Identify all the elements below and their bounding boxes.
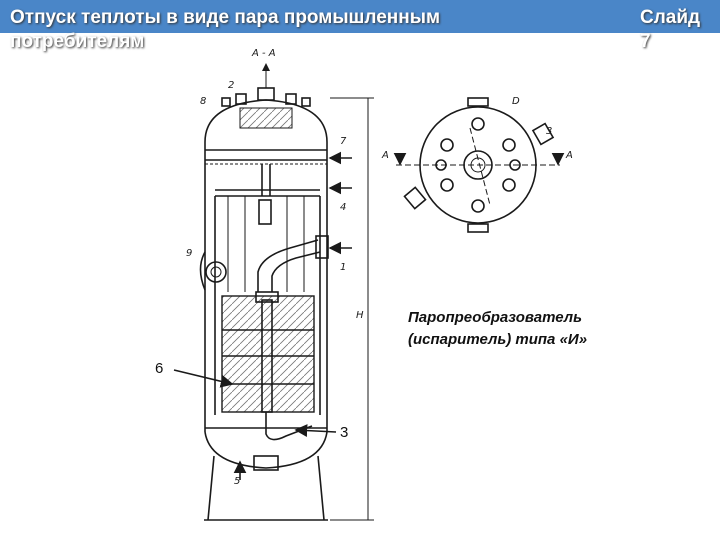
header-bar bbox=[0, 0, 720, 33]
callout-6: 6 bbox=[155, 360, 164, 377]
condensate-pipe bbox=[265, 412, 313, 441]
support-skirt bbox=[204, 455, 328, 521]
distribution-plates bbox=[205, 159, 327, 197]
plan-section-left: А bbox=[381, 150, 389, 161]
label-8: 8 bbox=[200, 96, 206, 107]
callout-3-arrow bbox=[294, 424, 337, 437]
top-nozzles bbox=[221, 87, 311, 129]
height-label: H bbox=[356, 310, 364, 321]
plan-section-right: А bbox=[565, 150, 573, 161]
diameter-label: D bbox=[512, 96, 520, 107]
callout-3: 3 bbox=[340, 424, 349, 441]
internal-frame bbox=[214, 196, 321, 415]
label-9: 9 bbox=[186, 248, 192, 259]
label-2: 2 bbox=[228, 80, 234, 91]
label-1: 1 bbox=[340, 262, 346, 273]
callout-6-arrow bbox=[173, 369, 234, 388]
tube-bundle bbox=[221, 291, 315, 413]
plan-view bbox=[393, 97, 565, 233]
figure-caption: Паропреобразователь (испаритель) типа «И… bbox=[408, 309, 588, 348]
steam-inlet-pipe bbox=[257, 239, 319, 292]
label-4: 4 bbox=[340, 202, 346, 213]
side-manhole bbox=[199, 251, 227, 291]
label-7: 7 bbox=[340, 136, 347, 147]
plan-label-3: 3 bbox=[546, 126, 552, 137]
slide-title: Отпуск теплоты в виде пара промышленным … bbox=[10, 7, 441, 52]
section-label: А - А bbox=[251, 48, 276, 59]
label-5: 5 bbox=[234, 476, 240, 487]
slide-number: Слайд 7 bbox=[640, 7, 701, 52]
